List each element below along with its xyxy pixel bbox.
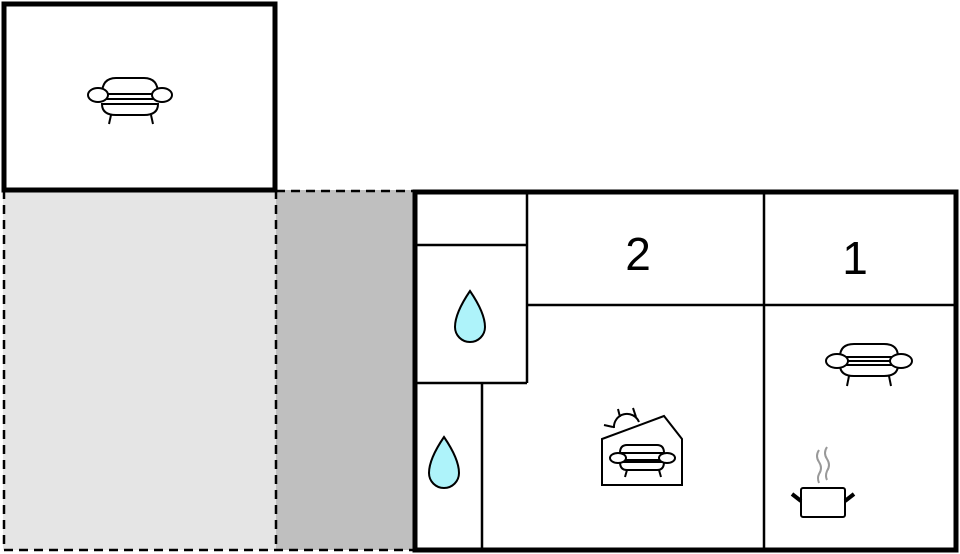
bedroom-1-label: 1	[842, 232, 868, 284]
sofa-icon	[87, 77, 173, 125]
terrace-dashed-outline	[2, 189, 413, 552]
cooking-pot-icon	[790, 446, 856, 518]
interior-walls	[415, 192, 956, 550]
terrace-covered-area	[276, 190, 414, 550]
bedroom-2-label: 2	[625, 228, 651, 280]
terrace-open-area	[3, 190, 276, 550]
water-drop-icon	[427, 435, 461, 489]
annex-room-walls	[1, 1, 278, 193]
water-drop-icon	[453, 289, 487, 343]
sofa-icon	[825, 343, 913, 387]
sunroom-sofa-icon	[601, 407, 683, 486]
